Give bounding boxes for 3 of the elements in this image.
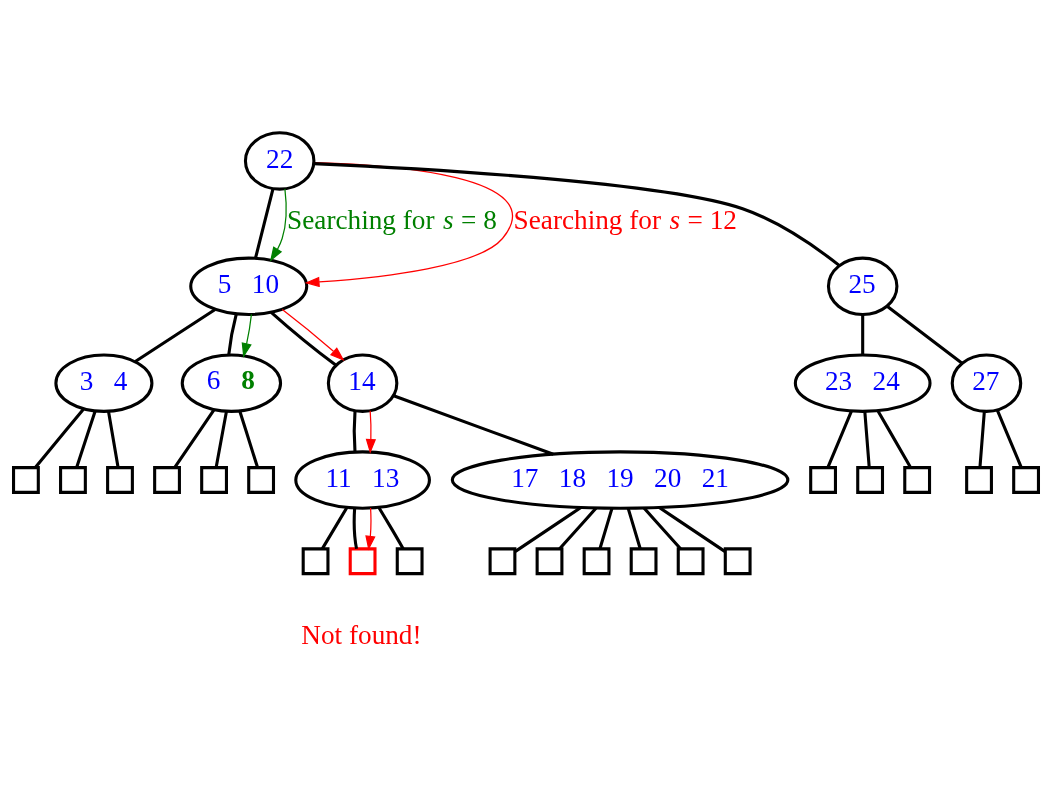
edge-label: Searching for s = 8 <box>287 204 497 235</box>
edge-label: Searching for s = 12 <box>513 204 737 235</box>
node-label: Not found! <box>301 619 422 650</box>
